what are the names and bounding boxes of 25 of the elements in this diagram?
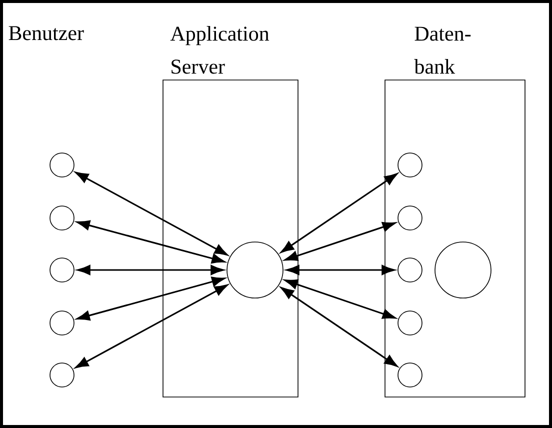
circle-node — [50, 206, 74, 230]
circle-node — [398, 206, 422, 230]
circle-node — [398, 310, 422, 336]
arrow — [280, 173, 398, 253]
circle-node — [398, 362, 422, 388]
circle-node — [50, 258, 74, 282]
circle-node — [398, 152, 422, 178]
circle-node — [434, 242, 492, 298]
box-heading: Application Server — [170, 26, 270, 74]
arrow — [286, 265, 395, 275]
arrow — [284, 222, 396, 261]
arrow — [284, 279, 396, 319]
circle-node — [50, 362, 74, 388]
arrow — [76, 276, 225, 320]
circle-node — [398, 258, 422, 282]
arrow — [76, 220, 225, 264]
arrow — [77, 265, 224, 275]
arrow — [75, 284, 228, 368]
arrow — [75, 172, 228, 256]
circle-node — [226, 242, 284, 298]
arrow — [280, 287, 398, 367]
box-heading: Daten-bank — [414, 26, 471, 74]
column-heading: Benutzer — [8, 26, 84, 40]
circle-node — [50, 310, 74, 336]
circle-node — [50, 152, 74, 178]
